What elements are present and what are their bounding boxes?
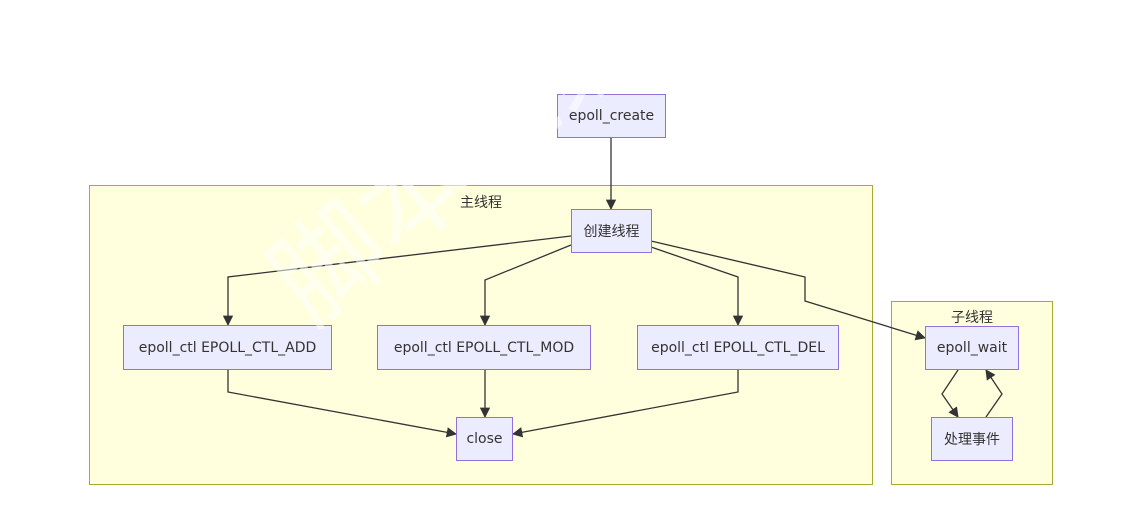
edge-wait-to-handle — [941, 369, 959, 418]
edge-thread-to-wait — [650, 240, 926, 341]
node-ctl-del: epoll_ctl EPOLL_CTL_DEL — [637, 325, 839, 370]
child-thread-title: 子线程 — [951, 310, 993, 326]
node-epoll-wait: epoll_wait — [925, 326, 1019, 370]
node-ctl-mod: epoll_ctl EPOLL_CTL_MOD — [377, 325, 591, 370]
edge-del-to-close — [511, 370, 739, 438]
node-create-thread: 创建线程 — [571, 209, 652, 253]
main-thread-title: 主线程 — [460, 195, 502, 211]
node-close: close — [456, 417, 513, 461]
edge-thread-to-mod — [479, 244, 572, 327]
edge-handle-to-wait — [985, 369, 1003, 418]
node-ctl-add: epoll_ctl EPOLL_CTL_ADD — [123, 325, 332, 370]
node-epoll-create: epoll_create — [557, 94, 666, 138]
edge-add-to-close — [227, 370, 458, 438]
edge-thread-to-add — [222, 235, 572, 327]
node-handle-events: 处理事件 — [931, 417, 1013, 461]
edge-thread-to-del — [650, 246, 744, 327]
